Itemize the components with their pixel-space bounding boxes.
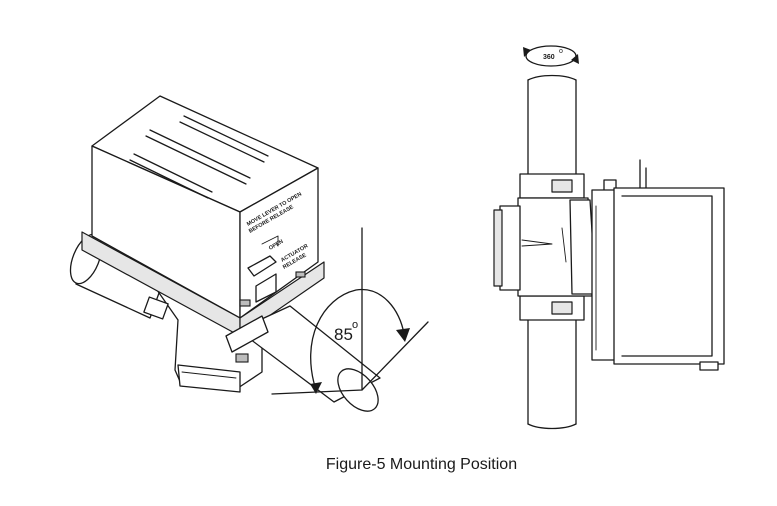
angle-value: 85 [334,325,353,344]
angle-indicator: 85 o [271,227,429,395]
rotation-indicator: 360 o [523,45,579,67]
valve-body [143,279,263,393]
actuator-side [591,159,725,371]
valve-fittings [493,173,597,321]
rotation-degree-symbol: o [559,48,563,55]
rotation-value: 360 [543,54,555,61]
angled-view: MOVE LEVER TO OPEN BEFORE RELEASE OPEN A… [69,95,429,412]
side-view: 360 o [493,45,725,430]
angle-degree-symbol: o [352,319,358,331]
figure-caption: Figure-5 Mounting Position [325,456,518,473]
actuator-housing: MOVE LEVER TO OPEN BEFORE RELEASE OPEN A… [81,95,325,337]
